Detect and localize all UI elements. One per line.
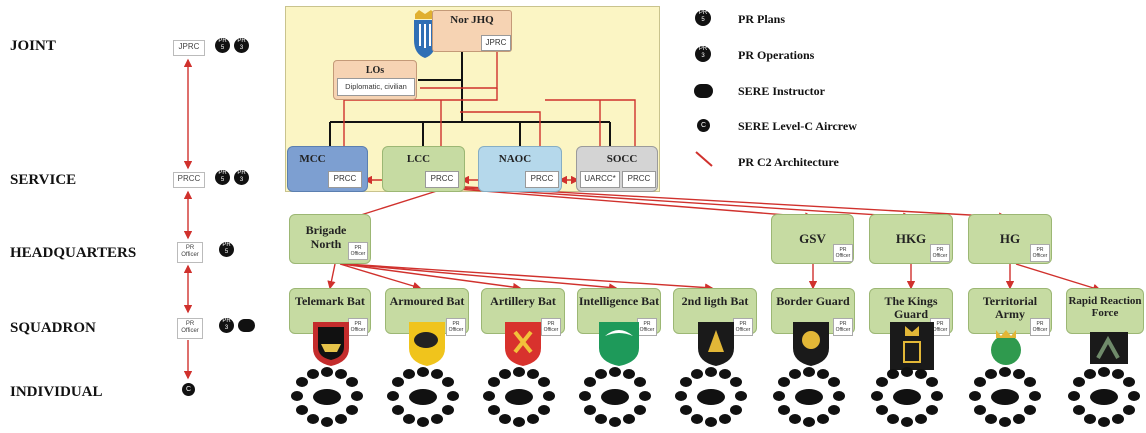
level-individual: INDIVIDUAL [10, 384, 103, 400]
node-gsv: GSV [771, 214, 854, 264]
gsv-pr-officer: PR Officer [833, 244, 853, 262]
los-sub: Diplomatic, civilian [337, 78, 415, 96]
socc-uarcc: UARCC* [580, 171, 620, 188]
tag-prcc: PRCC [173, 172, 205, 188]
legend-sere-instructor-icon [694, 84, 713, 98]
jprc-box: JPRC [481, 35, 511, 51]
rapid-reaction-emblem-icon [1090, 332, 1128, 369]
tag-jprc: JPRC [173, 40, 205, 56]
hg-pr-officer: PR Officer [1030, 244, 1050, 262]
socc-prcc: PRCC [622, 171, 656, 188]
hkg-title: HKG [895, 231, 927, 246]
level-service: SERVICE [10, 172, 77, 188]
brigade-pr-officer: PR Officer [348, 242, 368, 260]
hkg-pr-officer: PR Officer [930, 244, 950, 262]
unit-title: 2nd ligth Bat [681, 294, 749, 308]
sere-instructor-badge [238, 319, 255, 332]
unit-title: Border Guard [776, 294, 850, 308]
legend-pr-operations: PR Operations [738, 48, 815, 62]
unit-box: Artillery Bat [481, 288, 565, 334]
unit-pr-officer: PR Officer [637, 318, 657, 336]
light-bat-emblem-icon [698, 322, 734, 371]
coat-of-arms-icon [412, 10, 438, 58]
artillery-emblem-icon [505, 322, 541, 371]
hierarchy-lines [329, 50, 611, 146]
unit-pr-officer: PR Officer [541, 318, 561, 336]
legend-sere-instructor: SERE Instructor [738, 84, 826, 98]
mcc-prcc: PRCC [328, 171, 362, 188]
level-squadron: SQUADRON [10, 320, 96, 336]
gsv-title: GSV [799, 231, 826, 246]
personnel-cluster-icon [387, 366, 459, 433]
naoc-title: NAOC [498, 153, 532, 165]
unit-title: Rapid Reaction Force [1068, 295, 1142, 319]
legend-sere-c-icon: C [697, 119, 710, 132]
unit-title: Telemark Bat [295, 294, 365, 308]
unit-pr-officer: PR Officer [930, 318, 950, 336]
lcc-prcc: PRCC [425, 171, 459, 188]
armoured-emblem-icon [409, 322, 445, 371]
personnel-cluster-icon [291, 366, 363, 433]
c2-arrows [183, 52, 1102, 380]
unit-title: Intelligence Bat [578, 294, 660, 308]
node-naoc: NAOC [478, 146, 562, 192]
lcc-title: LCC [406, 153, 431, 165]
brigade-title: Brigade North [305, 223, 347, 251]
personnel-cluster-icon [483, 366, 555, 433]
legend-c2-arrow-icon [694, 150, 716, 175]
personnel-cluster-icon [1068, 366, 1140, 433]
unit-title: Artillery Bat [490, 294, 556, 308]
personnel-cluster-icon [579, 366, 651, 433]
sere-c-badge: C [182, 383, 195, 396]
tag-pr-officer: PR Officer [177, 318, 203, 339]
level-headquarters: HEADQUARTERS [10, 245, 137, 261]
legend-sere-c: SERE Level-C Aircrew [738, 119, 857, 133]
nor-jhq-title: Nor JHQ [450, 14, 494, 26]
personnel-cluster-icon [675, 366, 747, 433]
node-brigade-north: Brigade North [289, 214, 371, 264]
personnel-cluster-icon [773, 366, 845, 433]
unit-pr-officer: PR Officer [733, 318, 753, 336]
personnel-cluster-icon [969, 366, 1041, 433]
mcc-title: MCC [299, 153, 326, 165]
intelligence-emblem-icon [599, 322, 639, 371]
unit-pr-officer: PR Officer [1030, 318, 1050, 336]
unit-pr-officer: PR Officer [446, 318, 466, 336]
los-title: LOs [365, 65, 385, 76]
unit-title: Armoured Bat [389, 294, 465, 308]
legend-c2: PR C2 Architecture [738, 155, 839, 169]
level-joint: JOINT [10, 38, 56, 54]
legend-pr-plans: PR Plans [738, 12, 786, 26]
telemark-emblem-icon [313, 322, 349, 371]
unit-pr-officer: PR Officer [833, 318, 853, 336]
territorial-army-emblem-icon [986, 326, 1026, 371]
naoc-prcc: PRCC [525, 171, 559, 188]
unit-title: The Kings Guard [884, 294, 938, 321]
kings-guard-emblem-icon [890, 322, 934, 375]
hg-title: HG [999, 231, 1021, 246]
unit-box: Rapid Reaction Force [1066, 288, 1144, 334]
personnel-cluster-icon [871, 366, 943, 433]
unit-pr-officer: PR Officer [348, 318, 368, 336]
border-guard-emblem-icon [793, 322, 829, 371]
unit-title: Territorial Army [982, 294, 1038, 321]
socc-title: SOCC [606, 153, 638, 165]
tag-pr-officer: PR Officer [177, 242, 203, 263]
